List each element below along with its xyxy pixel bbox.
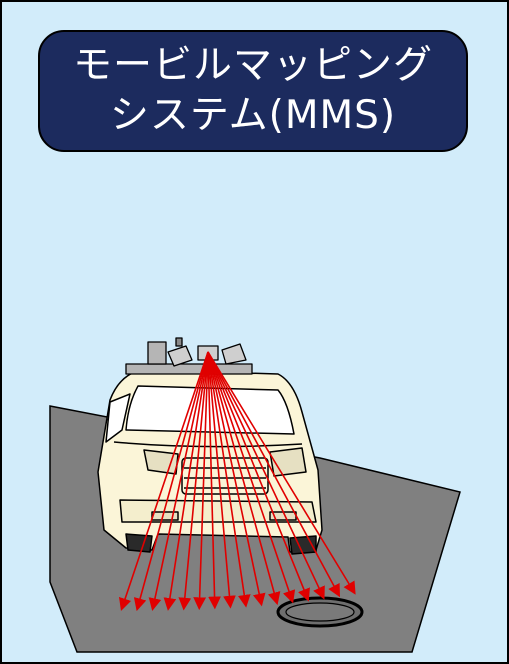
laser-beam	[178, 351, 209, 611]
laser-beam	[118, 351, 209, 612]
laser-beam	[148, 351, 209, 612]
vehicle-tire-left	[125, 533, 153, 553]
vehicle-headlight-left	[143, 449, 179, 475]
laser-beam	[207, 351, 341, 598]
laser-beam	[207, 351, 251, 608]
manhole-cover	[276, 596, 364, 628]
sensor-box-1	[147, 341, 167, 365]
title-banner: モービルマッピング システム(MMS)	[38, 30, 468, 152]
laser-beam	[207, 351, 356, 595]
vehicle-side-window	[105, 393, 131, 443]
gps-antenna	[175, 337, 183, 347]
vehicle-foglight-left	[151, 511, 179, 521]
roof-sensor-rack	[125, 337, 253, 375]
title-line-2: システム(MMS)	[109, 93, 397, 138]
laser-beam	[207, 351, 281, 606]
laser-beam	[163, 351, 209, 611]
sensor-camera-2	[221, 343, 247, 365]
title-line-1: モービルマッピング	[72, 43, 433, 88]
laser-beam	[207, 351, 325, 600]
laser-beam	[193, 351, 209, 611]
laser-beam	[207, 351, 296, 604]
mms-vehicle	[97, 369, 323, 555]
laser-beam	[207, 351, 236, 609]
laser-beam	[133, 351, 209, 612]
laser-beam	[207, 351, 266, 607]
sensor-camera-1	[167, 345, 193, 367]
laser-beam	[207, 351, 221, 610]
laser-beams	[118, 351, 356, 612]
laser-beam	[207, 351, 310, 602]
roof-rack-bar	[125, 363, 253, 375]
